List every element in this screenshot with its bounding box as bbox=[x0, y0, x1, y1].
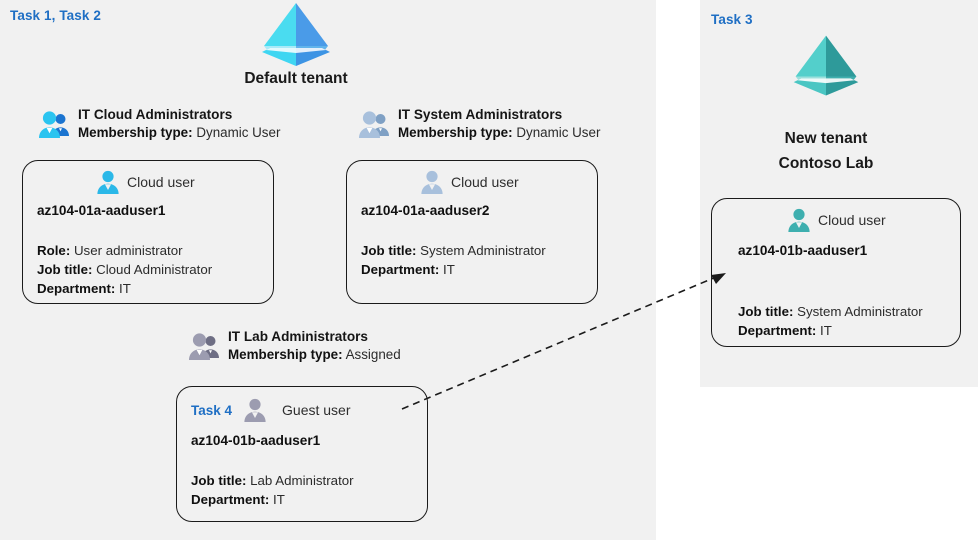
card-upn: az104-01b-aaduser1 bbox=[738, 243, 868, 258]
card-prop-role: Role: User administrator bbox=[37, 241, 212, 260]
cloud-user-icon bbox=[786, 207, 812, 233]
group-it-cloud-administrators: IT Cloud Administrators Membership type:… bbox=[38, 106, 280, 143]
default-tenant-title: Default tenant bbox=[244, 70, 348, 87]
cloud-user-icon bbox=[95, 169, 121, 195]
group-membership: Membership type: Assigned bbox=[228, 345, 401, 365]
task-label-right: Task 3 bbox=[711, 12, 753, 27]
group-users-icon bbox=[188, 332, 222, 362]
card-prop-jobtitle: Job title: System Administrator bbox=[361, 241, 546, 260]
card-prop-value: IT bbox=[273, 492, 285, 507]
card-prop-department: Department: IT bbox=[738, 321, 923, 340]
card-upn: az104-01a-aaduser1 bbox=[37, 203, 166, 218]
card-prop-jobtitle: Job title: Cloud Administrator bbox=[37, 260, 212, 279]
card-properties: Role: User administrator Job title: Clou… bbox=[37, 241, 212, 298]
card-upn: az104-01b-aaduser1 bbox=[191, 433, 321, 448]
card-prop-jobtitle: Job title: Lab Administrator bbox=[191, 471, 354, 490]
cloud-user-icon bbox=[419, 169, 445, 195]
card-upn: az104-01a-aaduser2 bbox=[361, 203, 490, 218]
card-prop-label: Department: bbox=[361, 262, 440, 277]
group-users-icon bbox=[38, 110, 72, 140]
group-name: IT Lab Administrators bbox=[228, 329, 368, 344]
group-it-lab-administrators: IT Lab Administrators Membership type: A… bbox=[188, 328, 401, 365]
group-membership-value: Assigned bbox=[345, 347, 401, 362]
card-prop-department: Department: IT bbox=[37, 279, 212, 298]
card-prop-value: Lab Administrator bbox=[250, 473, 354, 488]
card-prop-value: User administrator bbox=[73, 243, 183, 258]
group-membership-label: Membership type: bbox=[78, 125, 193, 140]
card-prop-value: IT bbox=[119, 281, 131, 296]
card-prop-jobtitle: Job title: System Administrator bbox=[738, 302, 923, 321]
card-prop-label: Job title: bbox=[738, 304, 794, 319]
group-membership-label: Membership type: bbox=[398, 125, 513, 140]
card-prop-value: System Administrator bbox=[420, 243, 546, 258]
card-user-type: Cloud user bbox=[451, 174, 519, 190]
group-membership: Membership type: Dynamic User bbox=[78, 123, 280, 143]
card-prop-label: Department: bbox=[37, 281, 116, 296]
user-card-guest-aaduser1: Task 4 Guest user az104-01b-aaduser1 Job… bbox=[176, 386, 428, 522]
card-prop-label: Department: bbox=[738, 323, 817, 338]
group-it-system-administrators: IT System Administrators Membership type… bbox=[358, 106, 600, 143]
new-tenant-title-line1: New tenant bbox=[784, 130, 868, 147]
azure-ad-new-tenant-icon bbox=[788, 34, 864, 98]
user-card-aaduser2: Cloud user az104-01a-aaduser2 Job title:… bbox=[346, 160, 598, 304]
card-properties: Job title: System Administrator Departme… bbox=[361, 241, 546, 279]
user-card-new-tenant-aaduser1: Cloud user az104-01b-aaduser1 Job title:… bbox=[711, 198, 961, 347]
card-prop-value: Cloud Administrator bbox=[96, 262, 213, 277]
card-prop-department: Department: IT bbox=[191, 490, 354, 509]
group-membership: Membership type: Dynamic User bbox=[398, 123, 600, 143]
card-prop-department: Department: IT bbox=[361, 260, 546, 279]
card-user-type: Cloud user bbox=[818, 212, 886, 228]
card-prop-value: IT bbox=[443, 262, 455, 277]
card-user-type: Cloud user bbox=[127, 174, 195, 190]
task-label-left: Task 1, Task 2 bbox=[10, 8, 101, 23]
card-properties: Job title: Lab Administrator Department:… bbox=[191, 471, 354, 509]
card-prop-value: IT bbox=[820, 323, 832, 338]
group-membership-value: Dynamic User bbox=[516, 125, 601, 140]
card-user-row: Task 4 Guest user bbox=[191, 397, 351, 423]
new-tenant-title-line2: Contoso Lab bbox=[778, 155, 874, 172]
card-prop-label: Job title: bbox=[191, 473, 247, 488]
card-user-row: Cloud user bbox=[95, 169, 195, 195]
group-name: IT System Administrators bbox=[398, 107, 563, 122]
group-name: IT Cloud Administrators bbox=[78, 107, 233, 122]
card-user-row: Cloud user bbox=[786, 207, 886, 233]
user-card-aaduser1: Cloud user az104-01a-aaduser1 Role: User… bbox=[22, 160, 274, 304]
group-membership-value: Dynamic User bbox=[196, 125, 281, 140]
new-tenant-title: New tenant Contoso Lab bbox=[726, 126, 926, 176]
group-users-icon bbox=[358, 110, 392, 140]
card-prop-value: System Administrator bbox=[797, 304, 923, 319]
card-user-type: Guest user bbox=[282, 402, 351, 418]
card-prop-label: Department: bbox=[191, 492, 270, 507]
card-prop-label: Job title: bbox=[37, 262, 93, 277]
group-membership-label: Membership type: bbox=[228, 347, 343, 362]
card-prop-label: Job title: bbox=[361, 243, 417, 258]
card-properties: Job title: System Administrator Departme… bbox=[738, 302, 923, 340]
card-user-row: Cloud user bbox=[419, 169, 519, 195]
card-prop-label: Role: bbox=[37, 243, 71, 258]
task-label-inline: Task 4 bbox=[191, 402, 233, 418]
azure-ad-tenant-icon bbox=[256, 2, 336, 68]
guest-user-icon bbox=[242, 397, 268, 423]
